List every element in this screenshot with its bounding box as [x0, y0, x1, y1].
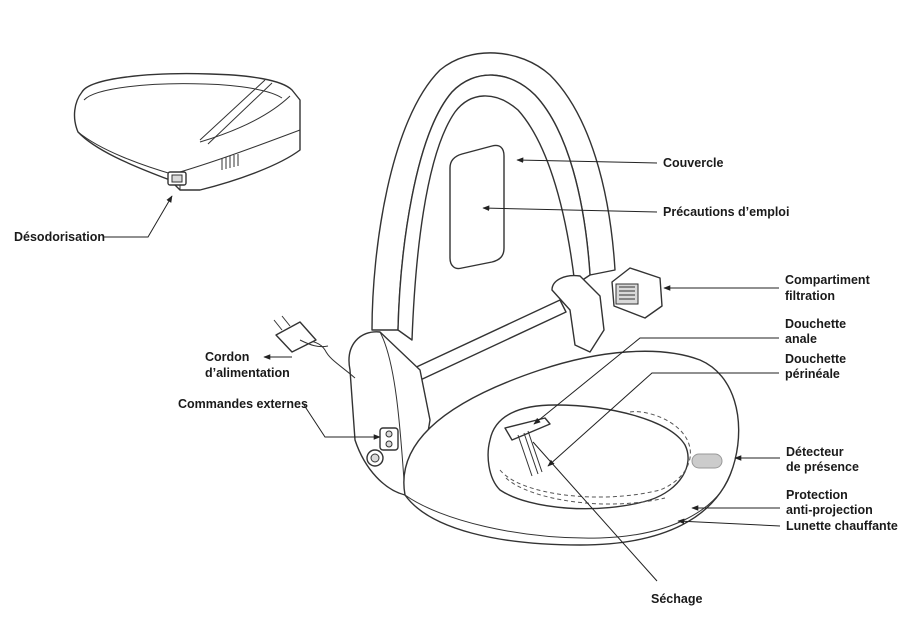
leader-couvercle [516, 157, 658, 164]
leader-precautions [482, 205, 658, 213]
label-commandes: Commandes externes [178, 397, 308, 411]
label-detecteur-line2: de présence [786, 460, 859, 474]
labels: Désodorisation Couvercle Précautions d’e… [14, 156, 898, 606]
label-douchette-perineale-line2: périnéale [785, 367, 840, 381]
vent-grille [221, 154, 239, 170]
anti-splash-guard [499, 411, 691, 498]
label-protection-line1: Protection [786, 488, 848, 502]
leader-lunette [677, 518, 781, 527]
label-douchette-anale-line1: Douchette [785, 317, 846, 331]
label-sechage: Séchage [651, 592, 702, 606]
label-detecteur-line1: Détecteur [786, 445, 844, 459]
leader-desodorisation [104, 195, 173, 238]
leader-commandes [303, 404, 381, 440]
label-protection-line2: anti-projection [786, 503, 873, 517]
label-precautions: Précautions d’emploi [663, 205, 789, 219]
presence-detector [691, 453, 723, 469]
label-desodorisation: Désodorisation [14, 230, 105, 244]
filtration-cartridge [611, 267, 663, 319]
label-couvercle: Couvercle [663, 156, 723, 170]
label-cordon-line1: Cordon [205, 350, 249, 364]
toilet-seat-illustration [273, 52, 740, 546]
label-douchette-perineale-line1: Douchette [785, 352, 846, 366]
label-compartiment-line1: Compartiment [785, 273, 871, 287]
label-douchette-anale-line2: anale [785, 332, 817, 346]
power-cord [273, 315, 356, 379]
leader-douchette-anale [533, 337, 779, 425]
label-cordon-line2: d’alimentation [205, 366, 290, 380]
label-compartiment-line2: filtration [785, 289, 835, 303]
leader-sechage [532, 441, 658, 582]
leader-douchette-perineale [547, 372, 779, 467]
label-lunette: Lunette chauffante [786, 519, 898, 533]
leader-lines [104, 157, 781, 582]
instruction-label [449, 144, 505, 270]
deodorization-unit-illustration [73, 72, 301, 191]
